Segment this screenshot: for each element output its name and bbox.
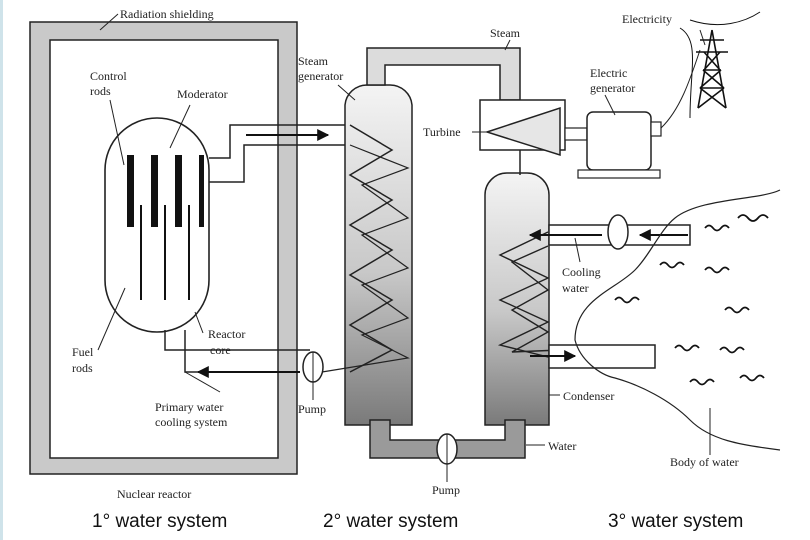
label-condenser: Condenser — [563, 389, 614, 403]
label-primary-cooling-line2: cooling system — [155, 415, 228, 429]
leader-lines — [97, 13, 711, 455]
label-moderator: Moderator — [177, 87, 228, 101]
label-tertiary-system: 3° water system — [608, 511, 743, 532]
label-secondary-system: 2° water system — [323, 511, 458, 532]
label-water: Water — [548, 439, 576, 453]
condenser-coil — [497, 231, 561, 361]
control-rods — [127, 155, 204, 227]
steam-generator-coil — [321, 124, 410, 373]
label-steam-generator-line2: generator — [298, 69, 343, 83]
water-waves — [614, 214, 769, 386]
pump-bottom — [436, 433, 458, 482]
label-primary-system: 1° water system — [92, 511, 227, 532]
label-turbine: Turbine — [423, 125, 461, 139]
label-control-rods-line1: Control — [90, 69, 127, 83]
bottom-return-pipe — [369, 419, 526, 459]
label-primary-cooling-line1: Primary water — [155, 400, 223, 414]
steam-generator — [344, 84, 413, 426]
label-electric-generator-line1: Electric — [590, 66, 627, 80]
label-cooling-water-line1: Cooling — [562, 265, 601, 279]
turbine — [479, 99, 588, 175]
shoreline — [574, 189, 781, 451]
left-edge-strip — [0, 0, 3, 540]
label-control-rods-line2: rods — [90, 84, 111, 98]
electric-generator — [577, 49, 701, 179]
label-steam-generator-line1: Steam — [298, 54, 329, 68]
pump-cooling — [607, 214, 629, 250]
label-cooling-water-line2: water — [562, 281, 589, 295]
label-nuclear-reactor: Nuclear reactor — [117, 487, 191, 501]
label-body-of-water: Body of water — [670, 455, 739, 469]
label-reactor-core-line1: Reactor — [208, 327, 245, 341]
label-fuel-rods-line2: rods — [72, 361, 93, 375]
label-steam: Steam — [490, 26, 521, 40]
label-electric-generator-line2: generator — [590, 81, 635, 95]
label-radiation-shielding: Radiation shielding — [120, 7, 214, 21]
label-pump-bottom: Pump — [432, 483, 460, 497]
transmission-tower-icon — [679, 11, 761, 119]
condenser — [484, 172, 550, 426]
fuel-rods — [140, 205, 190, 300]
label-reactor-core-line2: core — [210, 343, 231, 357]
label-electricity: Electricity — [622, 12, 672, 26]
label-fuel-rods-line1: Fuel — [72, 345, 94, 359]
label-pump-left: Pump — [298, 402, 326, 416]
